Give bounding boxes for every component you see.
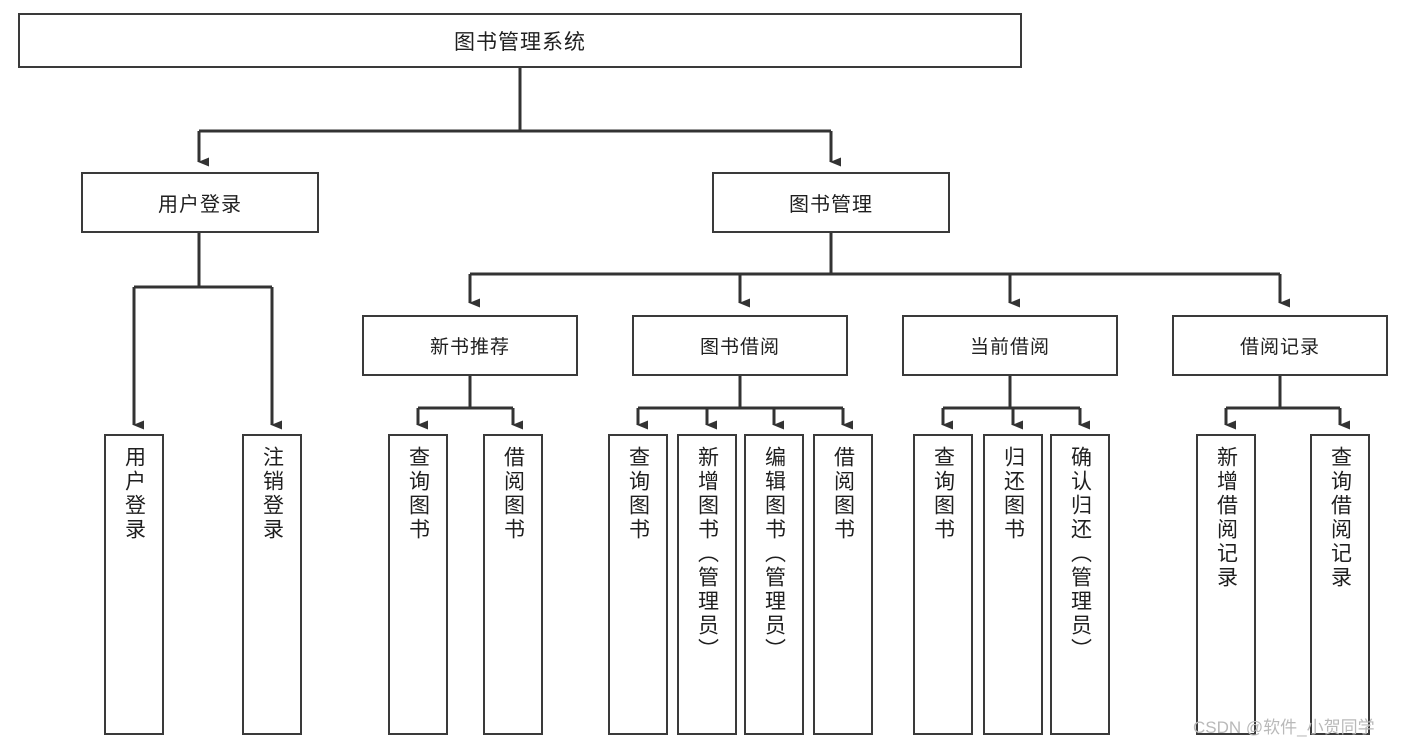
node-current-borrow-label: 当前借阅 xyxy=(969,337,1050,358)
leaf-borrow-borrow-book[interactable]: 借阅图书 xyxy=(813,434,873,735)
node-user-login[interactable]: 用户登录 xyxy=(81,172,319,233)
leaf-label: 借阅图书 xyxy=(831,446,855,542)
leaf-borrow-query-book[interactable]: 查询图书 xyxy=(608,434,668,735)
node-root-label: 图书管理系统 xyxy=(454,30,586,54)
leaf-user-login-login[interactable]: 用户登录 xyxy=(104,434,164,735)
node-new-book-recommend-label: 新书推荐 xyxy=(429,337,510,358)
leaf-borrow-edit-book-admin[interactable]: 编辑图书（管理员） xyxy=(744,434,804,735)
leaf-label: 编辑图书（管理员） xyxy=(762,446,786,662)
leaf-borrow-add-book-admin[interactable]: 新增图书（管理员） xyxy=(677,434,737,735)
leaf-label: 用户登录 xyxy=(122,446,146,542)
node-book-borrow[interactable]: 图书借阅 xyxy=(632,315,848,376)
leaf-label: 确认归还（管理员） xyxy=(1068,446,1092,662)
leaf-record-query-record[interactable]: 查询借阅记录 xyxy=(1310,434,1370,735)
node-book-management[interactable]: 图书管理 xyxy=(712,172,950,233)
leaf-label: 查询借阅记录 xyxy=(1328,446,1352,590)
leaf-label: 查询图书 xyxy=(406,446,430,542)
leaf-user-login-logout[interactable]: 注销登录 xyxy=(242,434,302,735)
leaf-label: 新增图书（管理员） xyxy=(695,446,719,662)
node-book-borrow-label: 图书借阅 xyxy=(699,337,780,358)
node-root[interactable]: 图书管理系统 xyxy=(18,13,1022,68)
leaf-label: 查询图书 xyxy=(626,446,650,542)
leaf-record-add-record[interactable]: 新增借阅记录 xyxy=(1196,434,1256,735)
leaf-label: 新增借阅记录 xyxy=(1214,446,1238,590)
leaf-recommend-borrow-book[interactable]: 借阅图书 xyxy=(483,434,543,735)
leaf-label: 借阅图书 xyxy=(501,446,525,542)
csdn-watermark: CSDN @软件_小贺同学 xyxy=(1193,718,1375,737)
leaf-label: 归还图书 xyxy=(1001,446,1025,542)
leaf-label: 注销登录 xyxy=(260,446,284,542)
node-borrow-record[interactable]: 借阅记录 xyxy=(1172,315,1388,376)
leaf-current-confirm-return-admin[interactable]: 确认归还（管理员） xyxy=(1050,434,1110,735)
node-new-book-recommend[interactable]: 新书推荐 xyxy=(362,315,578,376)
leaf-recommend-query-book[interactable]: 查询图书 xyxy=(388,434,448,735)
node-current-borrow[interactable]: 当前借阅 xyxy=(902,315,1118,376)
node-book-management-label: 图书管理 xyxy=(789,194,873,216)
leaf-current-query-book[interactable]: 查询图书 xyxy=(913,434,973,735)
leaf-label: 查询图书 xyxy=(931,446,955,542)
node-user-login-label: 用户登录 xyxy=(158,194,242,216)
leaf-current-return-book[interactable]: 归还图书 xyxy=(983,434,1043,735)
node-borrow-record-label: 借阅记录 xyxy=(1239,337,1320,358)
